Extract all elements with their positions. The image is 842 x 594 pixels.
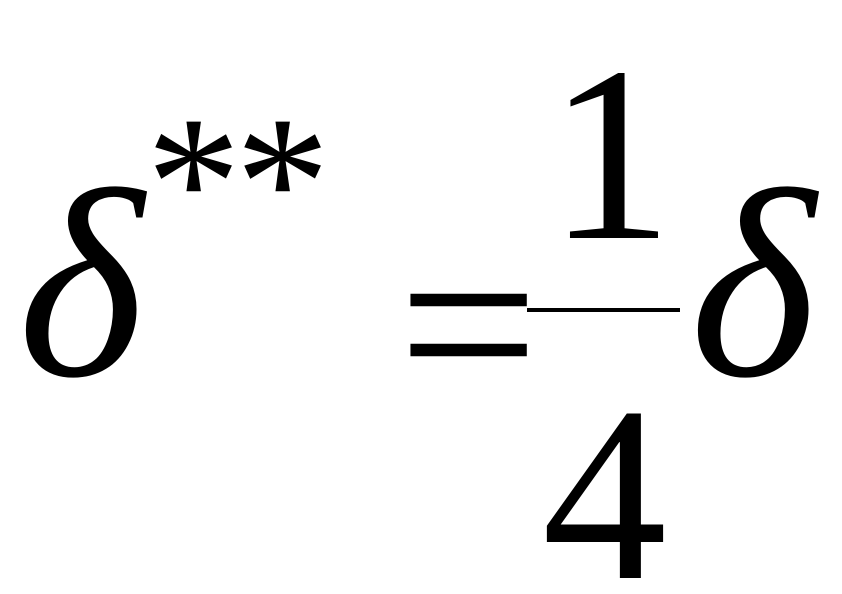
delta-symbol-right: δ	[690, 135, 816, 434]
delta-symbol-left: δ	[18, 135, 144, 434]
equals-sign: =	[398, 186, 539, 463]
fraction-numerator: 1	[548, 16, 673, 293]
double-star-superscript: **	[146, 78, 330, 288]
fraction-denominator: 4	[542, 356, 667, 594]
fraction-bar	[527, 308, 680, 312]
